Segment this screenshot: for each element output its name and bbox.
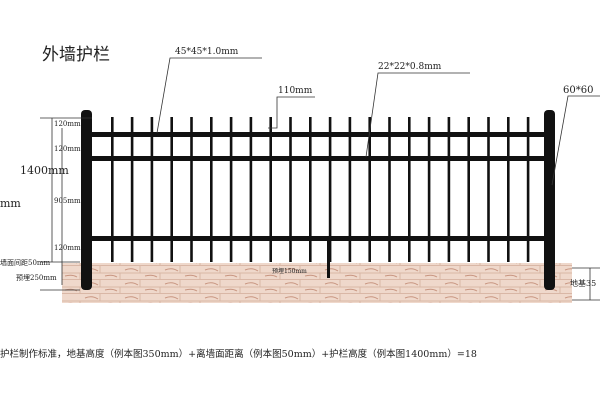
picket [249, 117, 253, 262]
top-rail [86, 132, 548, 137]
picket [408, 117, 411, 262]
picket [190, 117, 193, 262]
dim-bottom-120: 120mm [54, 244, 81, 252]
picket-spacing: 110mm [278, 86, 313, 96]
top-rail-spec: 45*45*1.0mm [175, 47, 239, 57]
picket [309, 117, 312, 262]
embedded-stake [327, 240, 330, 278]
foundation-label: 地基35 [570, 278, 596, 288]
picket [130, 117, 134, 262]
post-spec: 60*60 [563, 85, 593, 96]
dim-top-120a: 120mm [54, 120, 81, 128]
bottom-rail [86, 236, 548, 241]
pickets [111, 117, 530, 278]
total-height: 1400mm [20, 164, 69, 177]
picket [368, 117, 371, 262]
leader-lines [40, 57, 600, 301]
picket [348, 117, 352, 262]
picket [170, 117, 173, 262]
wall-gap: 墙面间距50mm [0, 258, 51, 267]
picket [229, 117, 233, 262]
embed-250: 预埋250mm [16, 273, 57, 282]
picket [289, 117, 292, 262]
embed-150: 预埋150mm [272, 267, 307, 275]
diagram-title: 外墙护栏 [42, 45, 110, 65]
picket [427, 117, 431, 262]
left-cut-label: mm [0, 197, 21, 210]
picket [487, 117, 490, 262]
picket [111, 117, 114, 262]
picket [526, 117, 530, 262]
picket-spec: 22*22*0.8mm [378, 62, 442, 72]
right-post [544, 110, 555, 290]
picket [328, 117, 332, 262]
picket [507, 117, 510, 262]
second-rail [86, 156, 548, 161]
foundation-wall [62, 263, 572, 303]
picket [210, 117, 213, 262]
picket [467, 117, 470, 262]
picket [269, 117, 272, 262]
left-post [81, 110, 92, 290]
picket [388, 117, 391, 262]
dim-top-120b: 120mm [54, 145, 81, 153]
dim-905: 905mm [54, 197, 81, 205]
picket [447, 117, 451, 262]
picket [150, 117, 154, 262]
formula-note: 护栏制作标准，地基高度（例本图350mm）+离墙面距离（例本图50mm）+护栏高… [0, 348, 477, 360]
